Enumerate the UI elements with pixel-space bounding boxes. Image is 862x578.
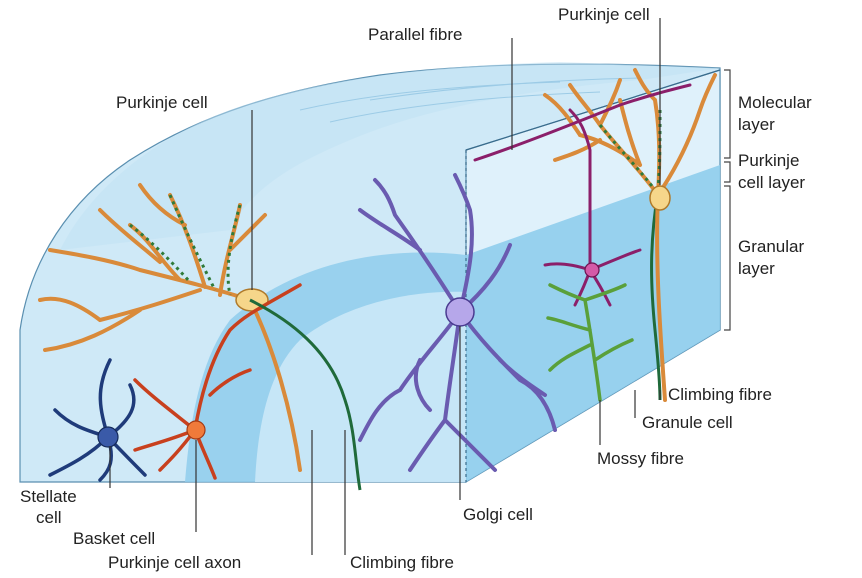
label-basket-cell: Basket cell [73, 529, 155, 548]
label-purkinje-layer-line1: Purkinje [738, 151, 799, 170]
label-mossy-fibre: Mossy fibre [597, 449, 684, 468]
label-purkinje-cell-top: Purkinje cell [558, 5, 650, 24]
label-stellate-cell-line1: Stellate [20, 487, 77, 506]
purkinje-soma-right [650, 186, 670, 210]
label-climbing-fibre-bottom: Climbing fibre [350, 553, 454, 572]
stellate-cell-soma [98, 427, 118, 447]
granule-cell-soma [585, 263, 599, 277]
label-molecular-layer-line2: layer [738, 115, 775, 134]
label-stellate-cell-line2: cell [36, 508, 62, 527]
label-granule-cell: Granule cell [642, 413, 733, 432]
layer-brackets [724, 70, 730, 330]
basket-cell-soma [187, 421, 205, 439]
label-golgi-cell: Golgi cell [463, 505, 533, 524]
label-granular-layer-line1: Granular [738, 237, 804, 256]
label-molecular-layer-line1: Molecular [738, 93, 812, 112]
label-purkinje-cell-left: Purkinje cell [116, 93, 208, 112]
label-climbing-fibre-right: Climbing fibre [668, 385, 772, 404]
label-granular-layer-line2: layer [738, 259, 775, 278]
label-parallel-fibre: Parallel fibre [368, 25, 463, 44]
label-purkinje-layer-line2: cell layer [738, 173, 805, 192]
golgi-cell-soma [446, 298, 474, 326]
label-purkinje-cell-axon: Purkinje cell axon [108, 553, 241, 572]
